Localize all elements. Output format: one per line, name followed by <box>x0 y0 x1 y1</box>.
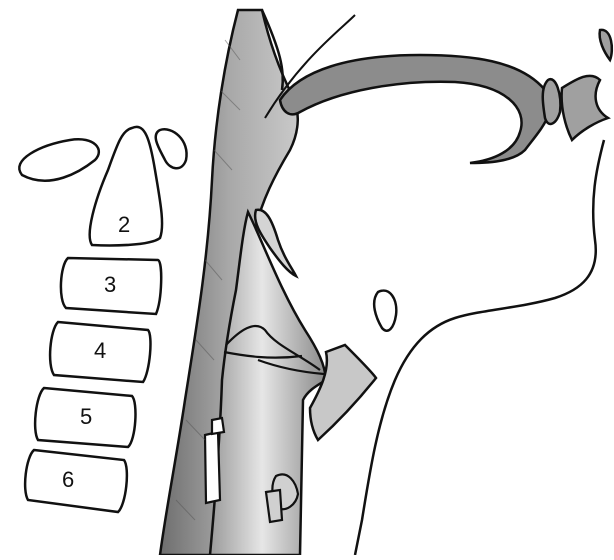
face-neck-outline <box>355 140 604 555</box>
vertebra-label-c4: 4 <box>94 338 106 363</box>
vertebra-c6 <box>25 450 127 512</box>
hyoid-bone <box>374 291 396 331</box>
vertebra-label-c5: 5 <box>80 404 92 429</box>
vertebra-label-c2: 2 <box>118 212 130 237</box>
vertebral-bodies <box>25 127 162 512</box>
nasal-airway-arch <box>280 55 550 163</box>
vertebra-label-c3: 3 <box>104 272 116 297</box>
vertebra-label-c6: 6 <box>62 467 74 492</box>
turbinate-shapes <box>543 30 612 140</box>
atlas-fragments <box>19 129 186 180</box>
